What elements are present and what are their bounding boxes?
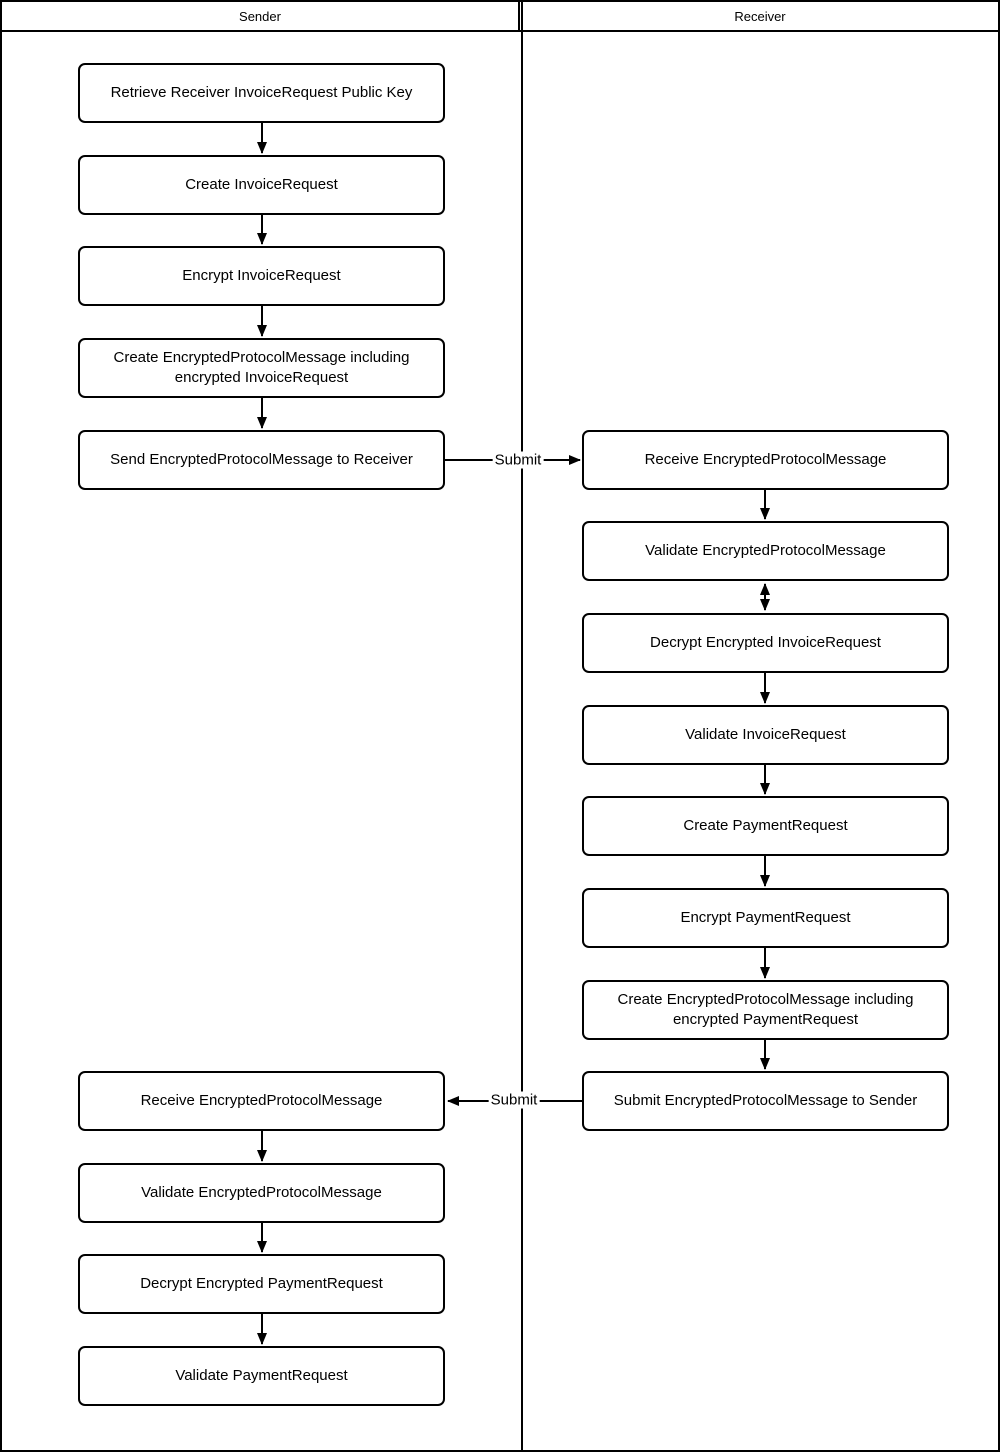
flow-node-retrieve-public-key: Retrieve Receiver InvoiceRequest Public … bbox=[78, 63, 445, 123]
lane-header-receiver: Receiver bbox=[520, 2, 998, 32]
flow-node-validate-encryptedprotocolmessage-sender: Validate EncryptedProtocolMessage bbox=[78, 1163, 445, 1223]
flow-node-label: Encrypt InvoiceRequest bbox=[182, 267, 341, 285]
flow-node-label: Validate EncryptedProtocolMessage bbox=[141, 1184, 382, 1202]
flow-node-label: Encrypt PaymentRequest bbox=[680, 909, 851, 927]
flow-node-label: Send EncryptedProtocolMessage to Receive… bbox=[110, 451, 413, 469]
lane-header-sender: Sender bbox=[2, 2, 520, 32]
flow-node-label: Create InvoiceRequest bbox=[185, 176, 338, 194]
flow-node-validate-encryptedprotocolmessage: Validate EncryptedProtocolMessage bbox=[582, 521, 949, 581]
flow-node-receive-encryptedprotocolmessage: Receive EncryptedProtocolMessage bbox=[582, 430, 949, 490]
flow-node-decrypt-encrypted-paymentrequest: Decrypt Encrypted PaymentRequest bbox=[78, 1254, 445, 1314]
flow-node-label: Submit EncryptedProtocolMessage to Sende… bbox=[613, 1092, 918, 1110]
flow-node-encrypt-paymentrequest: Encrypt PaymentRequest bbox=[582, 888, 949, 948]
flow-node-encrypt-invoicerequest: Encrypt InvoiceRequest bbox=[78, 246, 445, 306]
flow-node-label: Receive EncryptedProtocolMessage bbox=[140, 1092, 383, 1110]
flow-node-create-invoicerequest: Create InvoiceRequest bbox=[78, 155, 445, 215]
flow-node-label: Receive EncryptedProtocolMessage bbox=[644, 451, 887, 469]
flow-node-label: Create PaymentRequest bbox=[683, 817, 848, 835]
flow-node-validate-paymentrequest: Validate PaymentRequest bbox=[78, 1346, 445, 1406]
flow-node-label: Retrieve Receiver InvoiceRequest Public … bbox=[110, 84, 413, 102]
flow-node-label: Validate InvoiceRequest bbox=[685, 726, 846, 744]
flow-node-create-encryptedprotocolmessage-payment: Create EncryptedProtocolMessage includin… bbox=[582, 980, 949, 1040]
flow-node-receive-encryptedprotocolmessage-sender: Receive EncryptedProtocolMessage bbox=[78, 1071, 445, 1131]
flow-node-validate-invoicerequest: Validate InvoiceRequest bbox=[582, 705, 949, 765]
edge-label-submit-to-receiver: Submit bbox=[492, 451, 544, 469]
edge-label-submit-to-sender: Submit bbox=[488, 1091, 540, 1109]
flow-node-label: Decrypt Encrypted PaymentRequest bbox=[140, 1275, 383, 1293]
flow-node-submit-encryptedprotocolmessage: Submit EncryptedProtocolMessage to Sende… bbox=[582, 1071, 949, 1131]
flow-node-label: Validate EncryptedProtocolMessage bbox=[645, 542, 886, 560]
flow-node-label: Decrypt Encrypted InvoiceRequest bbox=[650, 634, 881, 652]
flow-node-create-encryptedprotocolmessage-invoice: Create EncryptedProtocolMessage includin… bbox=[78, 338, 445, 398]
flow-node-decrypt-encrypted-invoicerequest: Decrypt Encrypted InvoiceRequest bbox=[582, 613, 949, 673]
flow-node-create-paymentrequest: Create PaymentRequest bbox=[582, 796, 949, 856]
flow-node-send-encryptedprotocolmessage: Send EncryptedProtocolMessage to Receive… bbox=[78, 430, 445, 490]
lane-title: Sender bbox=[239, 8, 281, 24]
lane-title: Receiver bbox=[734, 8, 786, 24]
flow-node-label: Create EncryptedProtocolMessage includin… bbox=[617, 991, 914, 1028]
flow-node-label: Create EncryptedProtocolMessage includin… bbox=[113, 349, 410, 386]
flow-node-label: Validate PaymentRequest bbox=[175, 1367, 348, 1385]
